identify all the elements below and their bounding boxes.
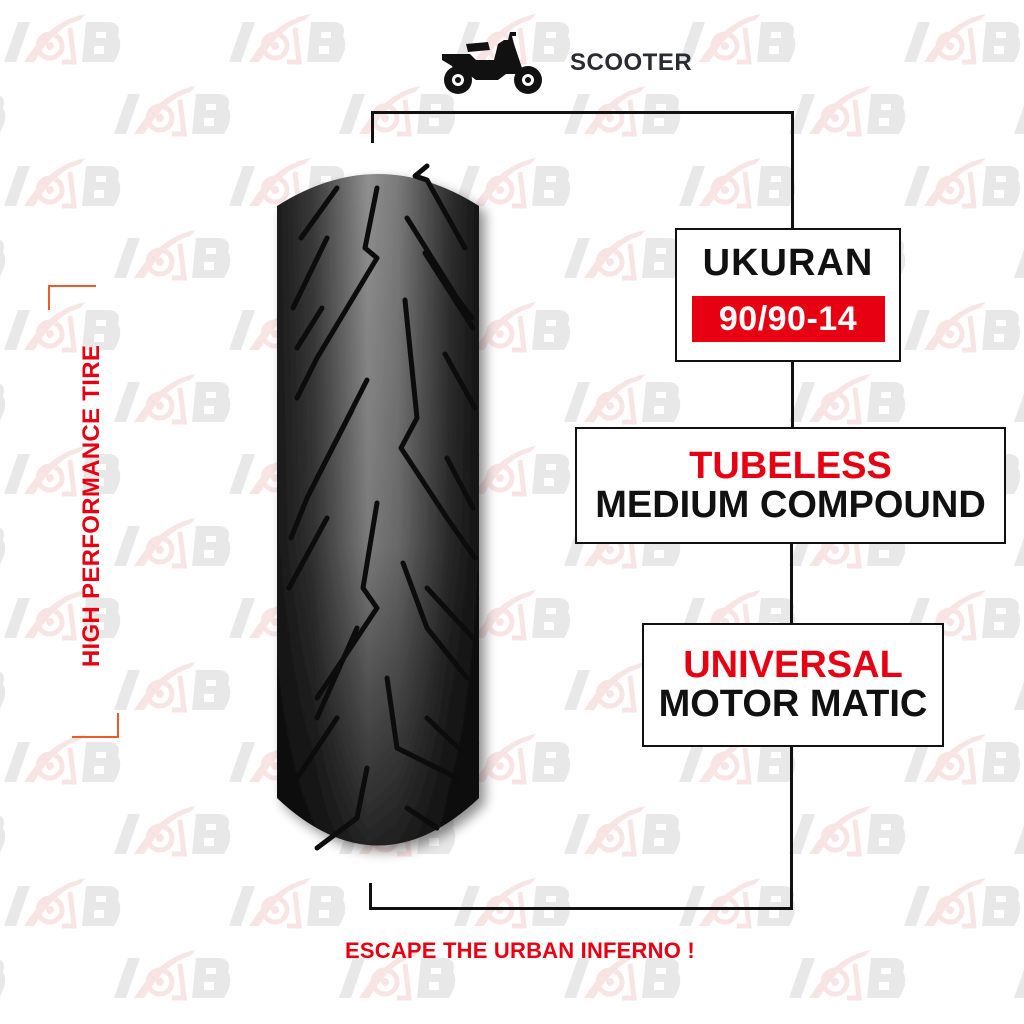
watermark-logo-icon	[110, 228, 234, 284]
bracket-bottom-horizontal	[72, 736, 119, 738]
watermark-logo-icon	[900, 12, 1024, 68]
bracket-bottom-vertical	[117, 713, 119, 738]
fitment-highlight: UNIVERSAL	[683, 644, 903, 687]
watermark-logo-icon	[785, 84, 909, 140]
type-highlight: TUBELESS	[689, 444, 892, 487]
watermark-logo-icon	[1010, 660, 1024, 716]
watermark-logo-icon	[900, 876, 1024, 932]
watermark-logo-icon	[110, 516, 234, 572]
watermark-logo-icon	[110, 660, 234, 716]
watermark-logo-icon	[1010, 804, 1024, 860]
connector-bottom-horizontal	[369, 907, 793, 910]
size-value-badge: 90/90-14	[691, 296, 885, 342]
watermark-logo-icon	[110, 84, 234, 140]
watermark-logo-icon	[0, 804, 9, 860]
watermark-logo-icon	[900, 300, 1024, 356]
side-tagline: HIGH PERFORMANCE TIRE	[78, 344, 105, 668]
watermark-logo-icon	[225, 876, 349, 932]
size-title: UKURAN	[702, 242, 874, 284]
watermark-logo-icon	[785, 372, 909, 428]
watermark-logo-icon	[1010, 516, 1024, 572]
watermark-logo-icon	[1010, 84, 1024, 140]
watermark-logo-icon	[785, 948, 909, 1004]
connector-top-horizontal	[371, 111, 794, 114]
watermark-logo-icon	[785, 804, 909, 860]
spec-size-box: UKURAN 90/90-14	[675, 228, 901, 362]
watermark-logo-icon	[0, 876, 124, 932]
category-label: SCOOTER	[570, 49, 693, 76]
fitment-detail: MOTOR MATIC	[658, 683, 928, 725]
watermark-logo-icon	[0, 84, 9, 140]
watermark-logo-icon	[225, 12, 349, 68]
watermark-logo-icon	[0, 660, 9, 716]
watermark-logo-icon	[560, 372, 684, 428]
connector-right-vertical-2	[791, 361, 794, 428]
connector-bottom-left-vertical	[369, 883, 372, 910]
scooter-icon	[436, 30, 548, 96]
watermark-logo-icon	[110, 372, 234, 428]
watermark-logo-icon	[0, 228, 9, 284]
watermark-logo-icon	[1010, 948, 1024, 1004]
bracket-top-horizontal	[48, 285, 96, 287]
type-detail: MEDIUM COMPOUND	[595, 483, 986, 526]
connector-right-vertical-1	[791, 111, 794, 229]
spec-type-box: TUBELESS MEDIUM COMPOUND	[575, 427, 1006, 544]
watermark-logo-icon	[675, 876, 799, 932]
watermark-logo-icon	[560, 228, 684, 284]
tire-image	[277, 158, 479, 870]
watermark-logo-icon	[110, 804, 234, 860]
watermark-logo-icon	[900, 156, 1024, 212]
watermark-logo-icon	[0, 372, 9, 428]
footer-slogan: ESCAPE THE URBAN INFERNO !	[345, 938, 695, 963]
connector-right-vertical-3	[790, 543, 793, 624]
watermark-logo-icon	[0, 12, 124, 68]
bracket-top-vertical	[48, 285, 50, 310]
watermark-logo-icon	[0, 948, 9, 1004]
watermark-logo-icon	[1010, 372, 1024, 428]
watermark-logo-icon	[675, 156, 799, 212]
watermark-logo-icon	[0, 156, 124, 212]
watermark-logo-icon	[560, 804, 684, 860]
connector-top-left-vertical	[371, 112, 374, 143]
spec-fitment-box: UNIVERSAL MOTOR MATIC	[642, 623, 944, 747]
watermark-logo-icon	[0, 516, 9, 572]
watermark-logo-icon	[450, 876, 574, 932]
watermark-logo-icon	[1010, 228, 1024, 284]
watermark-logo-icon	[110, 948, 234, 1004]
watermark-logo-icon	[675, 12, 799, 68]
connector-right-vertical-4	[790, 746, 793, 910]
watermark-logo-icon	[0, 732, 124, 788]
